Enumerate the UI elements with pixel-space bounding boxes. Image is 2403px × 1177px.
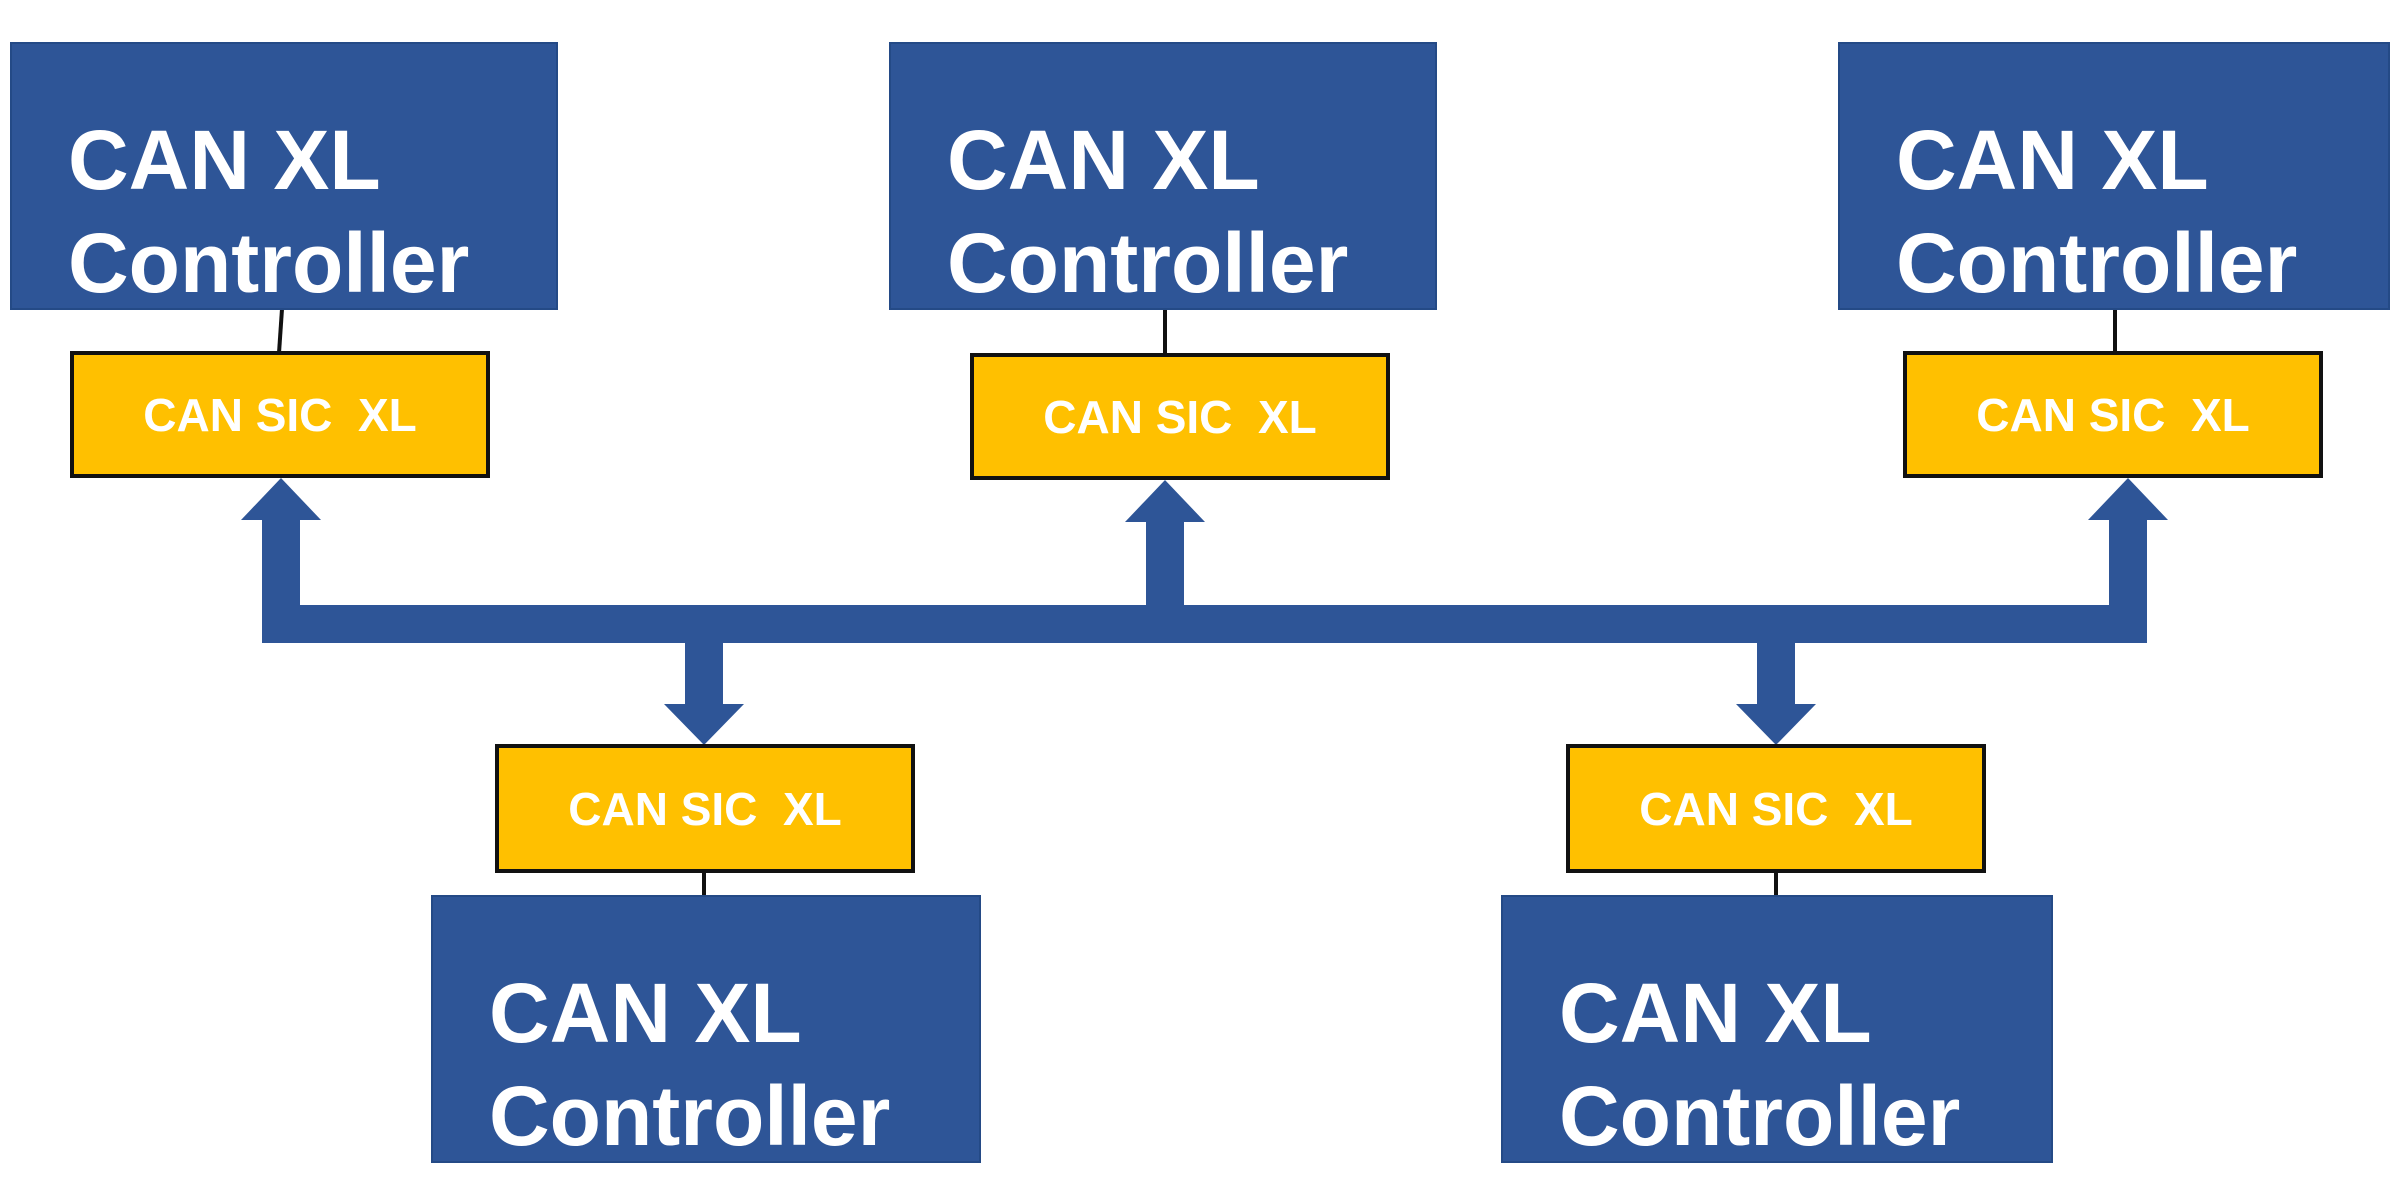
can-xl-controller-3: CAN XL Controller (1838, 42, 2390, 310)
can-bus-network (241, 478, 2168, 745)
bus-up-stem-1 (262, 518, 300, 618)
bus-up-arrowhead-3 (2088, 478, 2168, 520)
can-sic-xl-transceiver-5: CAN SIC XL (1566, 744, 1986, 873)
bus-down-arrowhead-5 (1736, 704, 1816, 745)
can-sic-xl-transceiver-4: CAN SIC XL (495, 744, 915, 873)
bus-up-stem-2 (1146, 520, 1184, 620)
controller-title-line2: Controller (489, 1069, 891, 1163)
can-xl-controller-1: CAN XL Controller (10, 42, 558, 310)
bus-main-line (262, 605, 2147, 643)
bus-down-arrowhead-4 (664, 704, 744, 745)
can-xl-controller-5: CAN XL Controller (1501, 895, 2053, 1163)
bus-down-stem-4 (685, 630, 723, 708)
controller-title-line1: CAN XL (68, 113, 381, 207)
bus-up-arrowhead-2 (1125, 480, 1205, 522)
controller-title-line1: CAN XL (489, 966, 802, 1060)
controller-title-line1: CAN XL (1559, 966, 1872, 1060)
can-sic-xl-transceiver-3: CAN SIC XL (1903, 351, 2323, 478)
controller-title-line2: Controller (1896, 216, 2298, 310)
can-xl-controller-4: CAN XL Controller (431, 895, 981, 1163)
can-sic-xl-transceiver-1: CAN SIC XL (70, 351, 490, 478)
bus-up-stem-3 (2109, 518, 2147, 618)
controller-title-line1: CAN XL (947, 113, 1260, 207)
bus-up-arrowhead-1 (241, 478, 321, 520)
controller-title-line2: Controller (1559, 1069, 1961, 1163)
can-xl-controller-2: CAN XL Controller (889, 42, 1437, 310)
bus-down-stem-5 (1757, 630, 1795, 708)
controller-title-line2: Controller (947, 216, 1349, 310)
can-sic-xl-transceiver-2: CAN SIC XL (970, 353, 1390, 480)
controller-title-line2: Controller (68, 216, 470, 310)
controller-title-line1: CAN XL (1896, 113, 2209, 207)
link-line-1 (277, 308, 284, 354)
